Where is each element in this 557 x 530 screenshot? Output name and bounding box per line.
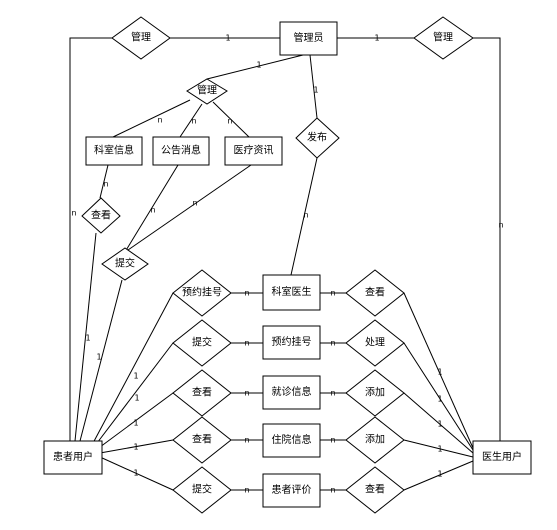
card-view-visit: n (244, 389, 249, 398)
card-submit-reg: n (244, 339, 249, 348)
rel-doctor-process-reg: 处理 (345, 319, 405, 367)
entity-patient-label: 患者用户 (53, 450, 93, 463)
card-dept-view: n (103, 180, 108, 189)
entity-admin-label: 管理员 (294, 31, 324, 44)
rel-patient-view-dept-label: 查看 (91, 209, 111, 222)
rel-doctor-add-visit-label: 添加 (365, 386, 385, 399)
rel-patient-submit-review: 提交 (172, 466, 232, 514)
rel-patient-view-visit-label: 查看 (192, 386, 212, 399)
entity-reg-appointment: 预约挂号 (262, 325, 321, 360)
entity-notice-label: 公告消息 (161, 144, 201, 157)
card-notice-submit: n (150, 206, 155, 215)
rel-patient-view-visit: 查看 (172, 369, 232, 417)
entity-visit-info-label: 就诊信息 (272, 385, 312, 398)
card-admin-manage-items: 1 (256, 61, 261, 70)
card-d-view-review: 1 (437, 470, 442, 479)
rel-doctor-view-review: 查看 (345, 466, 405, 514)
rel-submit-news-label: 提交 (115, 257, 135, 270)
rel-doctor-view-review-label: 查看 (365, 483, 385, 496)
card-notice: n (191, 117, 196, 126)
entity-patient-review-label: 患者评价 (272, 484, 312, 496)
card-view-inpatient: n (244, 436, 249, 445)
entity-dept-info: 科室信息 (85, 136, 143, 166)
rel-admin-manage-items-label: 管理 (197, 84, 217, 97)
card-p-view-visit: 1 (133, 419, 138, 428)
rel-doctor-view-deptdoc: 查看 (345, 269, 405, 317)
card-p-submit-reg: 1 (134, 394, 139, 403)
entity-dept-doctor-label: 科室医生 (272, 285, 312, 298)
card-admin-manage-patient: 1 (225, 34, 230, 43)
card-d-process: 1 (437, 395, 442, 404)
entity-patient: 患者用户 (43, 440, 103, 475)
card-view-patient: 1 (85, 334, 90, 343)
rel-doctor-add-inpatient-label: 添加 (365, 433, 385, 446)
card-p-submit-review: 1 (133, 469, 138, 478)
rel-publish: 发布 (295, 117, 340, 159)
rel-patient-submit-reg-label: 提交 (192, 336, 212, 349)
card-d-view-deptdoc: 1 (437, 368, 442, 377)
rel-admin-manage-items: 管理 (186, 78, 228, 105)
rel-patient-submit-reg: 提交 (172, 319, 232, 367)
rel-doctor-process-reg-label: 处理 (365, 337, 385, 349)
entity-dept-doctor: 科室医生 (262, 274, 321, 311)
entity-admin: 管理员 (279, 21, 338, 56)
entity-inpatient-info-label: 住院信息 (272, 433, 312, 446)
rel-doctor-view-deptdoc-label: 查看 (365, 286, 385, 299)
card-deptdoc-view: n (330, 289, 335, 298)
entity-reg-appointment-label: 预约挂号 (272, 335, 312, 348)
entity-dept-info-label: 科室信息 (94, 144, 134, 157)
card-d-add-visit: 1 (437, 420, 442, 429)
card-admin-manage-doctor: 1 (374, 34, 379, 43)
card-submit-patient: 1 (96, 353, 101, 362)
card-dept-info: n (157, 116, 162, 125)
rel-patient-reserve: 预约挂号 (172, 269, 232, 317)
entity-doctor: 医生用户 (472, 440, 532, 475)
entity-medical-news-label: 医疗资讯 (234, 144, 274, 157)
rel-submit-news: 提交 (101, 247, 149, 281)
rel-admin-manage-doctor-label: 管理 (433, 31, 453, 44)
card-news: n (227, 117, 232, 126)
entity-doctor-label: 医生用户 (482, 450, 522, 463)
card-patient-manage: n (71, 209, 76, 218)
rel-doctor-add-visit: 添加 (345, 369, 405, 417)
rel-patient-view-dept: 查看 (81, 197, 121, 234)
rel-admin-manage-patient: 管理 (111, 16, 171, 60)
card-reserve-deptdoc: n (244, 289, 249, 298)
rel-admin-manage-doctor: 管理 (413, 16, 474, 60)
card-publish-deptdoc: n (303, 211, 308, 220)
entity-medical-news: 医疗资讯 (224, 136, 283, 166)
rel-patient-submit-review-label: 提交 (192, 483, 212, 496)
card-visit-add: n (330, 389, 335, 398)
card-doctor-manage: n (498, 221, 503, 230)
connection-lines (69, 37, 501, 491)
rel-publish-label: 发布 (307, 131, 327, 144)
entity-patient-review: 患者评价 (262, 473, 321, 508)
card-admin-publish: 1 (313, 86, 318, 95)
rel-patient-reserve-label: 预约挂号 (182, 286, 222, 299)
rel-patient-view-inpatient: 查看 (172, 416, 232, 464)
card-p-reserve: 1 (133, 372, 138, 381)
rel-patient-view-inpatient-label: 查看 (192, 433, 212, 446)
rel-admin-manage-patient-label: 管理 (131, 31, 151, 44)
entity-notice: 公告消息 (152, 136, 210, 166)
cardinality-labels: 1 n 1 n 1 n n n 1 n n 1 n n 1 1 1 1 1 1 … (71, 34, 503, 495)
rel-doctor-add-inpatient: 添加 (345, 416, 405, 464)
entity-visit-info: 就诊信息 (262, 375, 321, 410)
card-review-view: n (330, 486, 335, 495)
card-inpatient-add: n (330, 436, 335, 445)
card-d-add-inpatient: 1 (437, 445, 442, 454)
card-news-submit: n (192, 199, 197, 208)
card-submit-review: n (244, 486, 249, 495)
entity-inpatient-info: 住院信息 (262, 423, 321, 458)
card-p-view-inpatient: 1 (133, 443, 138, 452)
card-reg-process: n (330, 339, 335, 348)
